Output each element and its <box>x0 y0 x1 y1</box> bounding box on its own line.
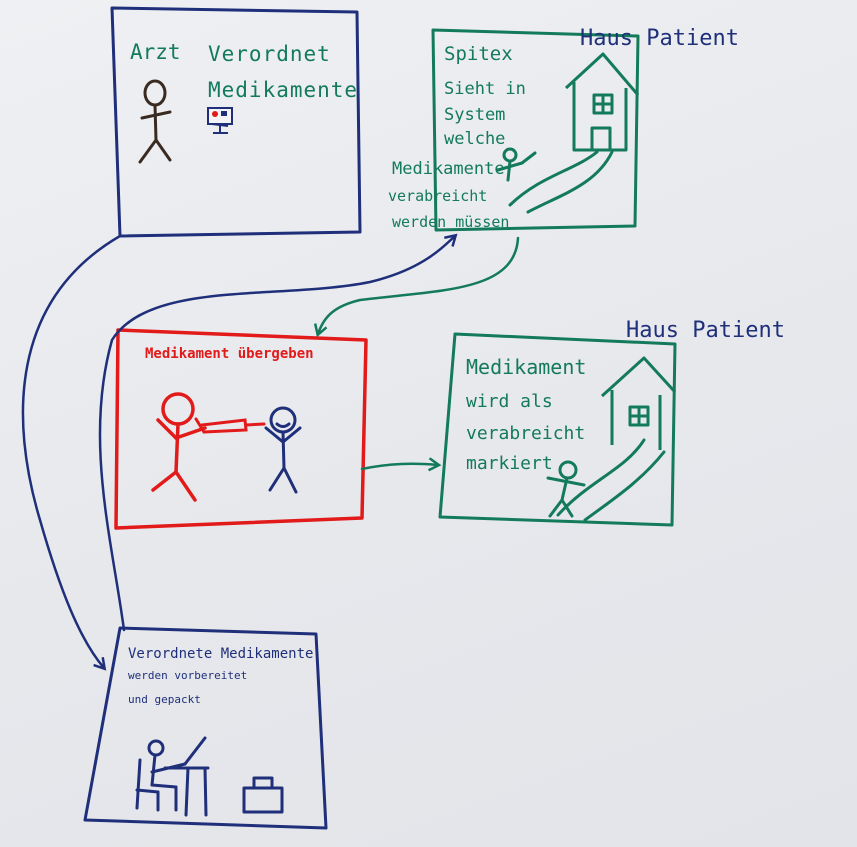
syringe-icon <box>194 417 266 434</box>
spitex-line-5: Medikamente <box>392 159 505 179</box>
vorbereitet-line-1: Verordnete Medikamente <box>128 646 314 662</box>
caregiver-stick-figure-icon <box>151 392 207 502</box>
house-icon <box>564 52 640 152</box>
markiert-line-1: Medikament <box>466 355 587 379</box>
spitex-house-label: Haus Patient <box>580 26 739 51</box>
panel-spitex-frame <box>431 28 640 232</box>
panel-arzt-frame <box>110 6 362 238</box>
spitex-line-7: werden müssen <box>392 213 510 231</box>
panel-uebergeben <box>114 328 368 530</box>
panel-vorbereitet-frame <box>83 626 328 830</box>
vorbereitet-line-2: werden vorbereitet <box>128 669 248 682</box>
path-icon <box>508 150 614 214</box>
spitex-line-1: Spitex <box>444 43 513 65</box>
panel-vorbereitet <box>83 626 328 830</box>
uebergeben-title: Medikament übergeben <box>145 346 314 362</box>
arrow-uebergeben-to-markiert <box>360 464 438 469</box>
doctor-stick-figure-icon <box>138 79 172 164</box>
house-icon <box>600 356 677 450</box>
bag-icon <box>242 776 284 814</box>
arrow-spitex-to-uebergeben <box>318 236 520 334</box>
markiert-line-4: markiert <box>466 453 553 474</box>
arrow-vorbereitet-to-spitex <box>98 236 455 632</box>
panel-markiert-frame <box>438 332 677 527</box>
panel-arzt <box>110 6 362 238</box>
panel-markiert <box>438 332 677 527</box>
nurse-stick-figure-icon <box>546 460 586 518</box>
arzt-action-line-1: Verordnet <box>208 42 331 66</box>
spitex-line-4: welche <box>444 129 506 149</box>
spitex-line-2: Sieht in <box>444 79 526 99</box>
computer-monitor-icon <box>207 107 233 134</box>
nurse-stick-figure-icon <box>496 147 537 182</box>
markiert-line-3: verabreicht <box>466 423 586 444</box>
patient-stick-figure-icon <box>264 406 302 494</box>
arzt-label: Arzt <box>130 40 181 64</box>
vorbereitet-line-3: und gepackt <box>128 693 201 706</box>
markiert-line-2: wird als <box>466 391 553 412</box>
arrow-arzt-to-vorbereitet <box>21 234 122 668</box>
markiert-house-label: Haus Patient <box>626 318 785 343</box>
panel-uebergeben-frame <box>114 328 368 530</box>
arzt-action-line-2: Medikamente <box>208 78 359 102</box>
path-icon <box>556 438 666 522</box>
panel-spitex <box>431 28 640 232</box>
spitex-line-6: verabreicht <box>388 187 488 205</box>
spitex-line-3: System <box>444 105 506 125</box>
desk-icon <box>135 736 210 817</box>
